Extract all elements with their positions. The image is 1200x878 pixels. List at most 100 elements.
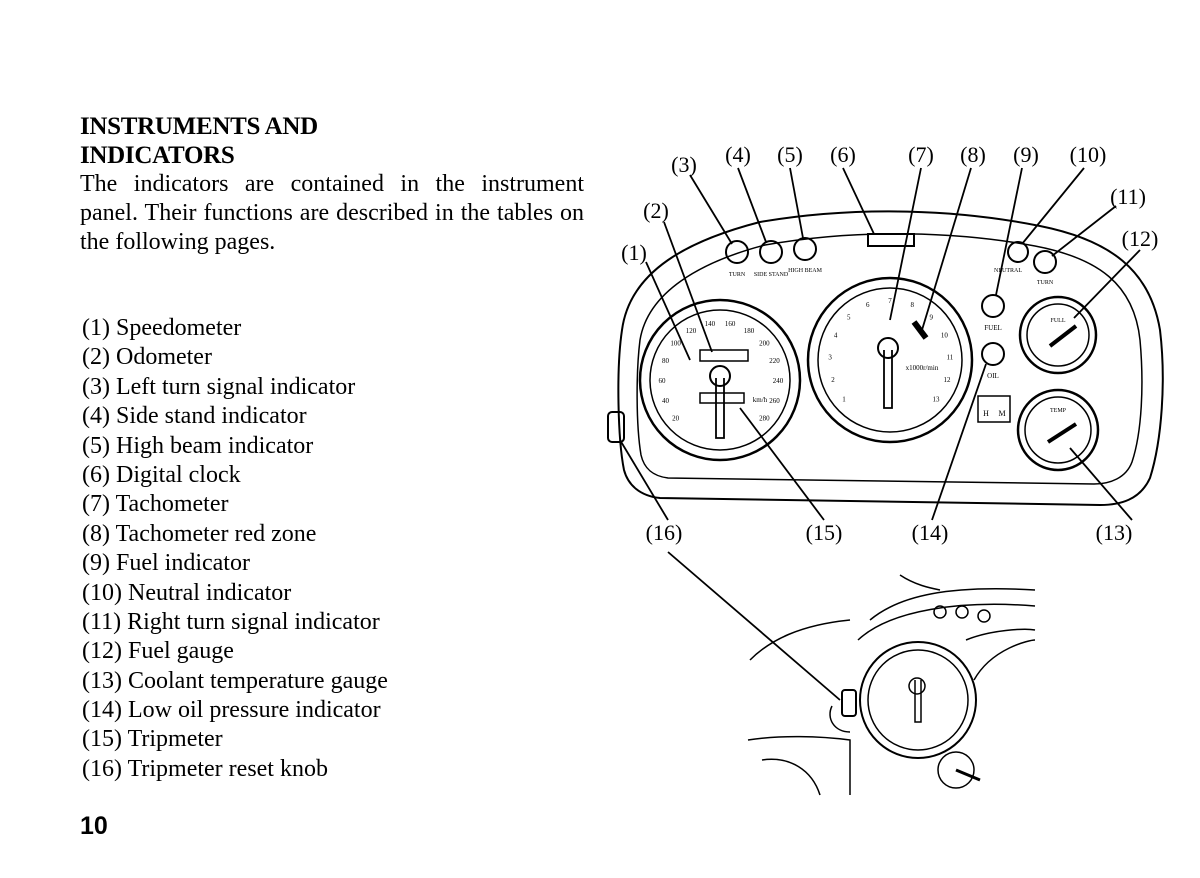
legend-item: (2) Odometer	[82, 343, 388, 372]
cluster-inner-rim	[636, 233, 1143, 485]
callout-label: (10)	[1070, 142, 1107, 167]
odometer-window	[699, 349, 749, 362]
legend-item: (6) Digital clock	[82, 461, 388, 490]
callout-label: (3)	[671, 152, 697, 177]
tachometer-tick-label: 10	[941, 332, 949, 340]
tachometer-red-zone	[911, 320, 929, 340]
page-number: 10	[80, 812, 108, 840]
left-turn-label: TURN	[729, 272, 746, 278]
callout-label: (9)	[1013, 142, 1039, 167]
speedometer-needle	[715, 378, 725, 439]
oil-lamp-label: OIL	[987, 372, 999, 380]
side-stand-lamp	[759, 240, 783, 264]
legend-item: (15) Tripmeter	[82, 725, 388, 754]
full-label: FULL	[1051, 318, 1066, 324]
coolant-gauge-dial	[1016, 388, 1100, 472]
legend-number: (5)	[82, 432, 110, 459]
legend-label: Tachometer red zone	[115, 520, 317, 547]
handlebar-detail-view	[747, 574, 1036, 796]
component-legend: (1) Speedometer(2) Odometer(3) Left turn…	[82, 314, 388, 784]
callout-label: (5)	[777, 142, 803, 167]
legend-label: Low oil pressure indicator	[127, 697, 381, 724]
legend-label: Fuel gauge	[127, 638, 234, 665]
speed-unit-label: km/h	[753, 396, 768, 404]
tachometer-tick-label: 4	[834, 332, 838, 340]
intro-paragraph: The indicators are contained in the inst…	[80, 171, 584, 255]
tachometer-tick-label: 13	[933, 396, 941, 404]
section-heading: INSTRUMENTS AND INDICATORS	[80, 112, 318, 170]
callout-label: (4)	[725, 142, 751, 167]
illustration-labels: (1)(2)(3)(4)(5)(6)(7)(8)(9)(10)(11)(12)(…	[621, 142, 1158, 545]
legend-label: Fuel indicator	[115, 550, 250, 577]
legend-item: (1) Speedometer	[82, 314, 388, 343]
speedometer-tick-label: 120	[686, 327, 697, 335]
legend-number: (2)	[82, 344, 110, 371]
rpm-unit-label: x1000r/min	[906, 364, 939, 372]
legend-label: Tripmeter	[127, 726, 223, 753]
speedometer-tick-label: 200	[759, 340, 770, 348]
minute-button-label: M	[998, 409, 1005, 418]
legend-item: (3) Left turn signal indicator	[82, 373, 388, 402]
legend-label: Left turn signal indicator	[115, 373, 356, 400]
legend-number: (9)	[82, 550, 110, 577]
tachometer-tick-label: 9	[929, 313, 933, 321]
speedometer-tick-label: 160	[725, 320, 736, 328]
speedometer-tick-label: 60	[659, 377, 667, 385]
legend-item: (9) Fuel indicator	[82, 549, 388, 578]
legend-label: Tachometer	[115, 491, 229, 518]
tachometer-tick-label: 1	[842, 396, 846, 404]
legend-label: Digital clock	[115, 461, 241, 488]
legend-label: Speedometer	[115, 315, 242, 341]
legend-item: (16) Tripmeter reset knob	[82, 755, 388, 784]
neutral-lamp	[1007, 241, 1029, 263]
legend-label: Tripmeter reset knob	[127, 755, 328, 782]
legend-label: Odometer	[115, 344, 212, 371]
leader-lines	[619, 167, 1141, 701]
legend-number: (15)	[82, 726, 122, 753]
left-turn-lamp	[725, 240, 749, 264]
fuel-gauge-dial	[1018, 295, 1098, 375]
oil-lamp	[981, 342, 1005, 366]
speedometer-tick-label: 100	[670, 340, 681, 348]
legend-number: (11)	[82, 608, 122, 635]
legend-number: (12)	[82, 638, 122, 665]
callout-label: (14)	[912, 520, 949, 545]
tachometer-tick-label: 12	[944, 376, 952, 384]
tachometer-needle	[883, 350, 893, 409]
speedometer-tick-label: 280	[759, 414, 770, 422]
tachometer-tick-label: 11	[947, 354, 954, 362]
legend-number: (14)	[82, 697, 122, 724]
speedometer-tick-label: 20	[672, 414, 680, 422]
callout-label: (12)	[1122, 226, 1159, 251]
speedometer-tick-label: 220	[769, 357, 780, 365]
legend-number: (7)	[82, 491, 110, 518]
high-beam-label: HIGH BEAM	[788, 268, 822, 274]
legend-number: (13)	[82, 667, 122, 694]
legend-number: (1)	[82, 315, 110, 341]
legend-item: (12) Fuel gauge	[82, 637, 388, 666]
temp-label: TEMP	[1050, 408, 1067, 414]
heading-line-1: INSTRUMENTS AND	[80, 113, 318, 140]
tachometer-tick-label: 8	[910, 301, 914, 309]
speedometer-dial	[638, 298, 802, 462]
high-beam-lamp	[793, 237, 817, 261]
legend-item: (4) Side stand indicator	[82, 402, 388, 431]
legend-item: (11) Right turn signal indicator	[82, 608, 388, 637]
cluster-housing	[617, 210, 1164, 507]
callout-label: (13)	[1096, 520, 1133, 545]
tripmeter-reset-knob-shape	[607, 411, 625, 443]
legend-item: (8) Tachometer red zone	[82, 520, 388, 549]
speedometer-tick-label: 260	[769, 397, 780, 405]
legend-label: Neutral indicator	[127, 579, 292, 606]
legend-number: (4)	[82, 403, 110, 430]
callout-label: (16)	[646, 520, 683, 545]
hour-button-label: H	[983, 409, 989, 418]
legend-label: Side stand indicator	[115, 403, 307, 430]
speedometer-tick-label: 40	[662, 397, 670, 405]
callout-label: (15)	[806, 520, 843, 545]
speedometer-tick-label: 80	[662, 357, 670, 365]
right-turn-label: TURN	[1037, 280, 1054, 286]
tachometer-tick-label: 6	[866, 301, 870, 309]
neutral-label: NEUTRAL	[994, 268, 1022, 274]
